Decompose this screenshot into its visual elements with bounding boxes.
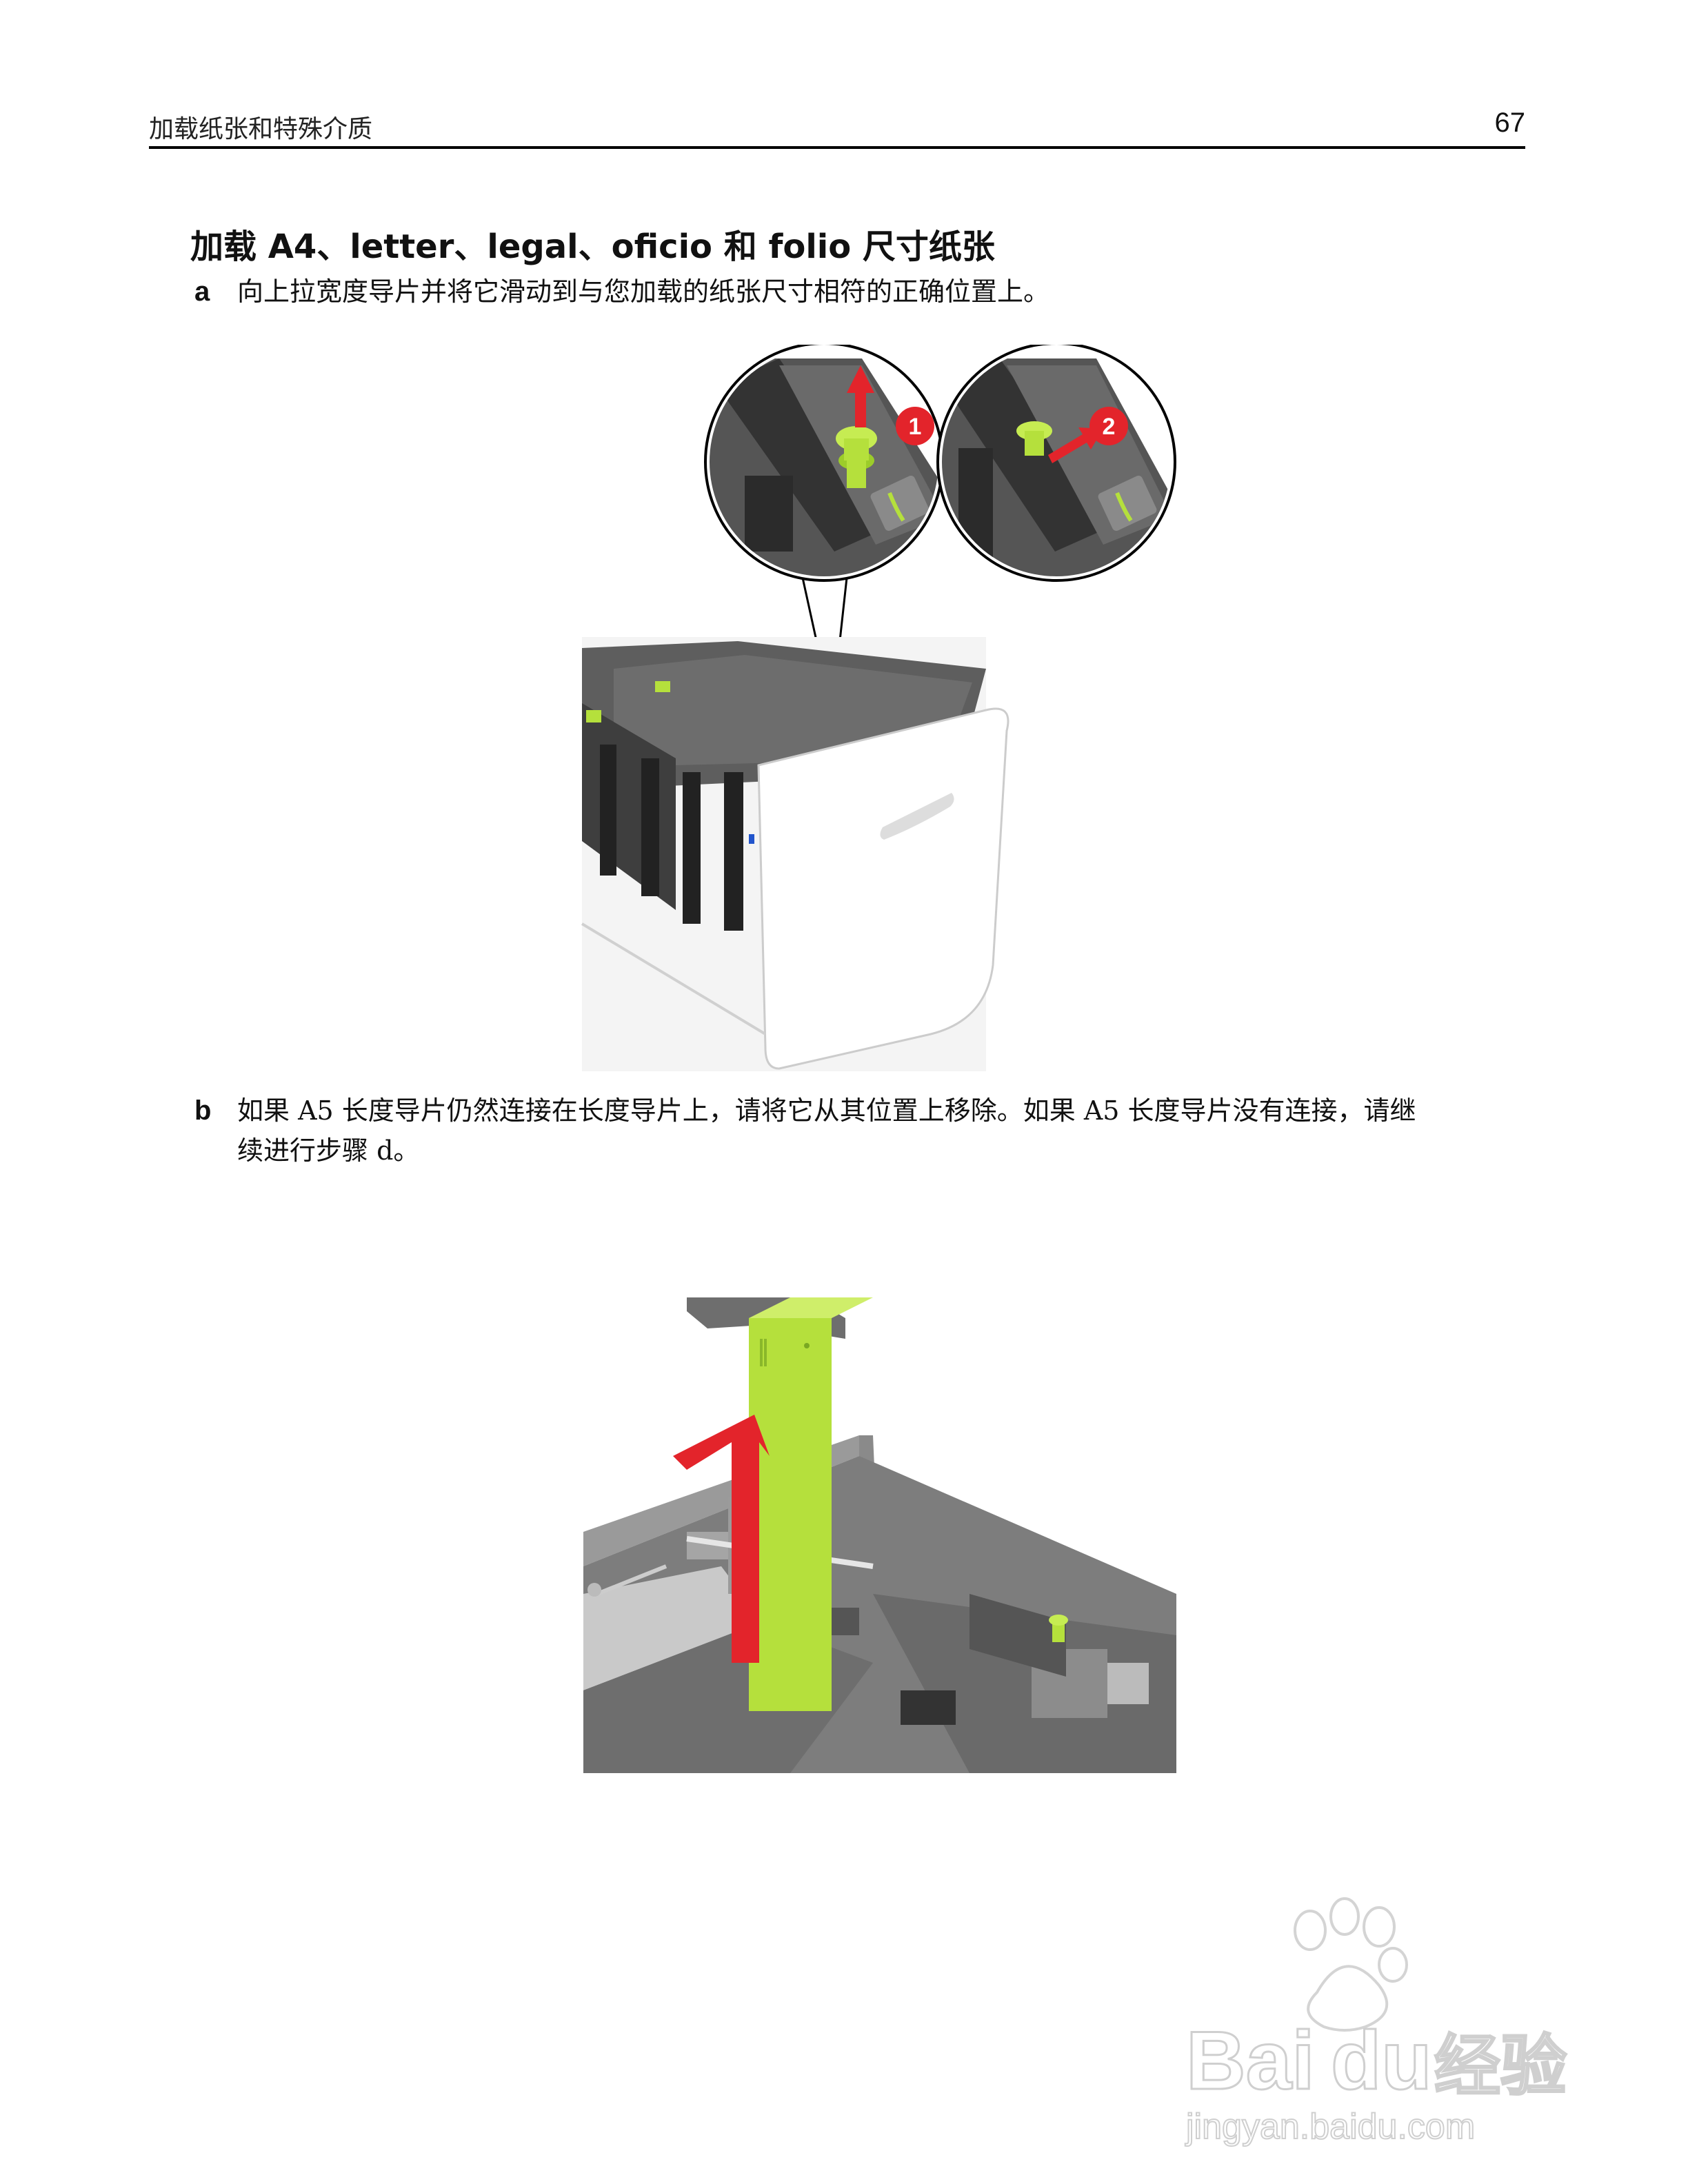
step-b: b 如果 A5 长度导片仍然连接在长度导片上，请将它从其位置上移除。如果 A5 … xyxy=(194,1091,1527,1171)
running-header: 加载纸张和特殊介质 67 xyxy=(149,103,1525,148)
step-b-line-1: 如果 A5 长度导片仍然连接在长度导片上，请将它从其位置上移除。如果 A5 长度… xyxy=(237,1095,1416,1126)
section-title: 加载 A4、letter、legal、oficio 和 folio 尺寸纸张 xyxy=(190,228,995,266)
a5-length-guide-removal-illustration xyxy=(583,1208,1176,1773)
paw-logo xyxy=(1294,1897,1408,2032)
width-guide-knob xyxy=(1049,1615,1068,1642)
step-marker-b: b xyxy=(194,1095,212,1126)
callout-number-1: 1 xyxy=(909,414,922,440)
chapter-title: 加载纸张和特殊介质 xyxy=(149,115,373,143)
step-a: a 向上拉宽度导片并将它滑动到与您加载的纸张尺寸相符的正确位置上。 xyxy=(194,272,1527,312)
paper-tray xyxy=(581,637,1009,1071)
a5-length-guide xyxy=(749,1297,873,1711)
watermark-brand-tail: du xyxy=(1331,2014,1432,2107)
watermark-url: jingyan.baidu.com xyxy=(1185,2107,1475,2147)
callout-circle-1 xyxy=(704,345,944,582)
step-b-line-2: 续进行步骤 d。 xyxy=(237,1135,420,1166)
callout-circle-2 xyxy=(936,345,1176,582)
lift-arrow xyxy=(673,1415,770,1663)
watermark-cn: 经验 xyxy=(1434,2030,1567,2103)
watermark-brand: Bai xyxy=(1186,2014,1315,2107)
step-marker-a: a xyxy=(194,276,210,307)
callout-number-2: 2 xyxy=(1103,414,1116,440)
baidu-jingyan-watermark: Bai du 经验 jingyan.baidu.com xyxy=(1184,1897,1568,2147)
page-number: 67 xyxy=(1494,108,1526,138)
step-a-text: 向上拉宽度导片并将它滑动到与您加载的纸张尺寸相符的正确位置上。 xyxy=(237,276,1050,307)
header-rule xyxy=(149,146,1525,149)
tray-width-guide-illustration: 1 2 xyxy=(581,345,1176,1071)
